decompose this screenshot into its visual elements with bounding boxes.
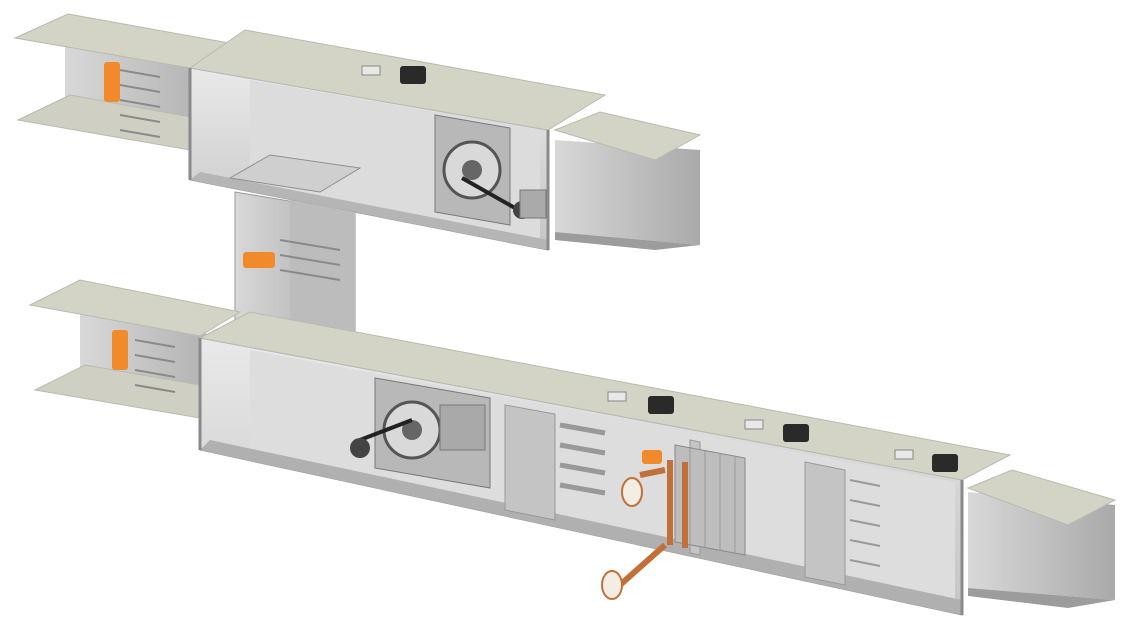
pipe-insulation xyxy=(601,570,623,600)
sensor-controller xyxy=(648,396,674,414)
sensor-box xyxy=(607,391,627,402)
damper-blades xyxy=(119,69,161,138)
return-fan-lower xyxy=(350,377,491,489)
pipe-insulation xyxy=(621,477,643,507)
sensor-controller xyxy=(400,66,426,84)
sensor-box xyxy=(361,65,381,76)
sensor-box xyxy=(894,449,914,460)
supply-fan-upper xyxy=(434,114,547,226)
damper-actuator xyxy=(112,330,128,370)
damper-actuator xyxy=(243,252,275,268)
lower-right-duct xyxy=(966,469,1117,608)
electric-heater xyxy=(849,479,881,567)
upper-main-box xyxy=(188,29,607,251)
lower-main-box xyxy=(198,311,1012,616)
sensor-box xyxy=(744,419,764,430)
floor-opening xyxy=(228,154,362,193)
sensor-controller xyxy=(932,454,958,472)
cooling-coil xyxy=(674,444,746,556)
vertical-duct xyxy=(234,191,356,356)
upper-right-duct xyxy=(553,111,702,250)
copper-piping xyxy=(618,460,688,588)
sensor-controller xyxy=(783,424,809,442)
valve-actuator xyxy=(642,450,662,464)
heating-coil xyxy=(559,422,606,496)
sensors xyxy=(607,391,958,472)
damper-actuator xyxy=(104,62,120,102)
